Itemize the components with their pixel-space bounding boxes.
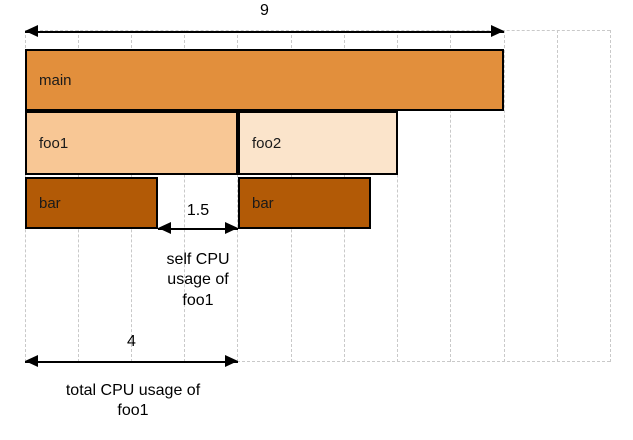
gridline	[557, 30, 558, 362]
gridline	[504, 30, 505, 362]
frame-bar-under-foo2[interactable]: bar	[238, 177, 371, 229]
frame-foo1[interactable]: foo1	[25, 111, 238, 175]
gridline	[397, 30, 398, 362]
frame-label-main: main	[39, 71, 72, 89]
gridline	[610, 30, 611, 362]
frame-label-foo1: foo1	[39, 134, 69, 152]
arrowhead-right-icon	[225, 222, 238, 234]
arrowhead-left-icon	[25, 355, 38, 367]
frame-label-foo2: foo2	[252, 134, 282, 152]
frame-foo2[interactable]: foo2	[238, 111, 398, 175]
bottom-guide-line	[237, 361, 610, 362]
arrowhead-right-icon	[491, 25, 504, 37]
gridline	[184, 30, 185, 362]
frame-label-bar-2: bar	[252, 194, 274, 212]
measure-value-self-cpu: 1.5	[186, 202, 210, 219]
arrowhead-left-icon	[158, 222, 171, 234]
measure-value-total-width: 9	[260, 2, 269, 19]
frame-label-bar-1: bar	[39, 194, 61, 212]
measure-value-total-cpu: 4	[127, 333, 136, 350]
top-guide-line	[25, 30, 610, 31]
frame-bar-under-foo1[interactable]: bar	[25, 177, 158, 229]
caption-self-cpu-usage: self CPU usage of foo1	[166, 251, 230, 309]
caption-total-cpu-usage: total CPU usage of foo1	[65, 382, 201, 420]
arrowhead-right-icon	[225, 355, 238, 367]
gridline	[450, 30, 451, 362]
frame-main[interactable]: main	[25, 49, 504, 111]
gridline	[237, 30, 238, 362]
arrowhead-left-icon	[25, 25, 38, 37]
